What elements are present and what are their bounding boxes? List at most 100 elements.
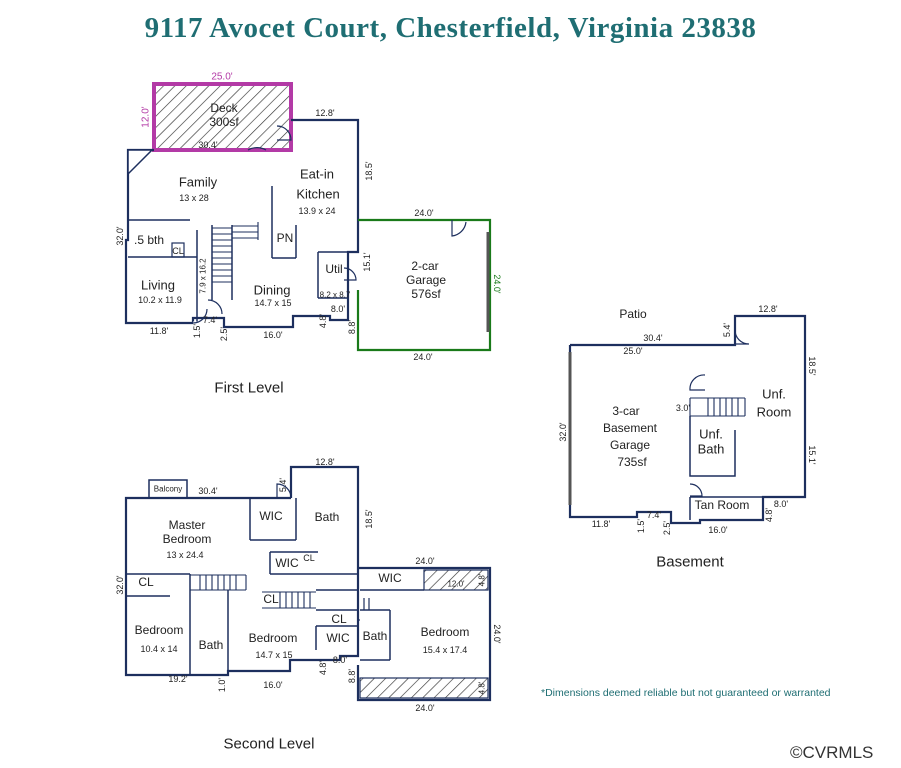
deck-width-dim: 25.0' [211,71,233,83]
page-title: 9117 Avocet Court, Chesterfield, Virgini… [144,12,757,44]
second-door-dim: 5.4' [277,477,288,493]
wic-2-label: WIC [275,556,299,571]
closet-label: CL [172,245,184,256]
right-bedroom-label: Bedroom [420,625,470,640]
basement-right-dim-2: 15.1' [807,445,818,465]
stair-size: 7.9 x 16.2 [198,258,208,294]
basement-top-dim: 30.4' [643,332,663,343]
balcony-label: Balcony [153,484,183,494]
utility-room-size: 8.2 x 8.7 [319,290,351,300]
basement-bottom-left-dim: 11.8' [591,518,611,529]
second-step-height-dim: 4.8' [317,660,328,676]
closet-1-label: CL [138,575,154,590]
utility-room-label: Util [325,262,343,277]
basement-garage-label-2: Basement [602,421,658,436]
left-bath-label: Bath [198,638,224,653]
right-side-dim: 18.5' [363,161,374,181]
dining-room-label: Dining [253,282,291,298]
second-level-title: Second Level [223,735,315,753]
basement-right-dim-1: 18.5' [807,356,818,376]
master-bedroom-label-2: Bedroom [162,532,212,547]
basement-notch-width-dim: 7.4' [646,509,662,520]
basement-title: Basement [656,553,724,571]
second-level-plan [124,465,492,702]
basement-stair-dim: 3.0' [675,402,691,413]
unf-bath-label-1: Unf. [699,426,723,442]
top-right-dim: 12.8' [315,107,335,118]
pantry-label: PN [276,231,294,246]
second-garage-bottom-dim: 24.0' [415,702,435,713]
bottom-mid-dim: 16.0' [263,329,283,340]
util-side-dim: 15.1' [361,252,372,272]
half-bath-label: .5 bth [133,233,165,248]
kitchen-label-1: Eat-in [300,166,334,182]
master-wic-label: WIC [259,509,283,524]
second-notch-dim: 1.0' [216,677,227,693]
deck-stair-dim: 30.4' [198,139,218,150]
family-room-label: Family [178,174,218,190]
closet-3-label: CL [263,592,279,607]
basement-step-height-dim: 4.8' [763,507,774,523]
family-room-size: 13 x 28 [179,192,209,203]
living-room-label: Living [141,277,175,293]
deck-depth-dim: 12.0' [140,106,152,128]
basement-left-dim: 32.0' [557,422,568,442]
step-vertical-dim: 8.8' [346,319,357,335]
garage-bottom-dim: 24.0' [413,351,433,362]
basement-door-dim: 5.4' [721,322,732,338]
basement-garage-label-1: 3-car [612,404,640,419]
second-right-dim: 18.5' [363,509,374,529]
basement-top-right-dim: 12.8' [758,303,778,314]
middle-bedroom-label: Bedroom [248,631,298,646]
deck-area [152,82,293,152]
basement-step-width-dim: 8.0' [773,498,789,509]
disclaimer: *Dimensions deemed reliable but not guar… [541,687,831,699]
second-bottom-left-dim: 19.2' [168,673,188,684]
basement-bottom-mid-dim: 16.0' [708,524,728,535]
living-room-size: 10.2 x 11.9 [138,294,182,305]
tan-room-label: Tan Room [694,498,750,513]
unf-room-label-2: Room [756,404,792,420]
unf-room-label-1: Unf. [762,386,786,402]
kitchen-label-2: Kitchen [296,186,340,202]
right-bedroom-size: 15.4 x 17.4 [422,644,468,655]
step-width-dim: 8.0' [330,303,346,314]
kitchen-size: 13.9 x 24 [298,205,336,216]
basement-garage-label-3: Garage [609,438,651,453]
notch-width-dim: 7.4' [202,314,218,325]
basement-garage-area: 735sf [617,455,647,470]
deck-label: Deck [210,101,238,116]
master-bedroom-size: 13 x 24.4 [166,549,204,560]
second-step-width-dim: 8.0' [332,654,348,665]
second-left-dim: 32.0' [114,575,125,595]
second-step-vertical-dim: 8.8' [346,668,357,684]
patio-label: Patio [619,307,647,322]
step-height-dim: 4.8' [317,313,328,329]
basement-inner-top-dim: 25.0' [623,345,643,356]
garage-label-2: Garage [405,273,447,288]
unf-bath-label-2: Bath [697,441,725,457]
left-bedroom-label: Bedroom [134,623,184,638]
middle-bedroom-size: 14.7 x 15 [255,649,293,660]
garage-top-dim: 24.0' [414,207,434,218]
copyright-watermark: ©CVRMLS [790,743,874,762]
first-level-title: First Level [214,379,284,397]
attic-dim-2: 4.8' [477,573,487,587]
closet-4-label: CL [331,612,347,627]
dining-room-size: 14.7 x 15 [254,297,292,308]
second-top-dim: 30.4' [198,485,218,496]
basement-notch-height-dim-1: 1.5' [635,518,646,534]
second-garage-top-dim: 24.0' [415,555,435,566]
second-garage-side-dim: 24.0' [492,624,503,644]
attic-dim-3: 4.8' [477,681,487,695]
closet-2-label: CL [303,552,315,563]
garage-area: 576sf [411,287,441,302]
basement-plan [568,314,807,525]
attic-dim-1: 12.0' [447,579,465,589]
master-bedroom-label-1: Master [168,518,206,533]
second-top-right-dim: 12.8' [315,456,335,467]
basement-notch-height-dim-2: 2.5' [661,520,672,536]
left-side-dim: 32.0' [114,226,125,246]
attic-top [423,569,489,591]
